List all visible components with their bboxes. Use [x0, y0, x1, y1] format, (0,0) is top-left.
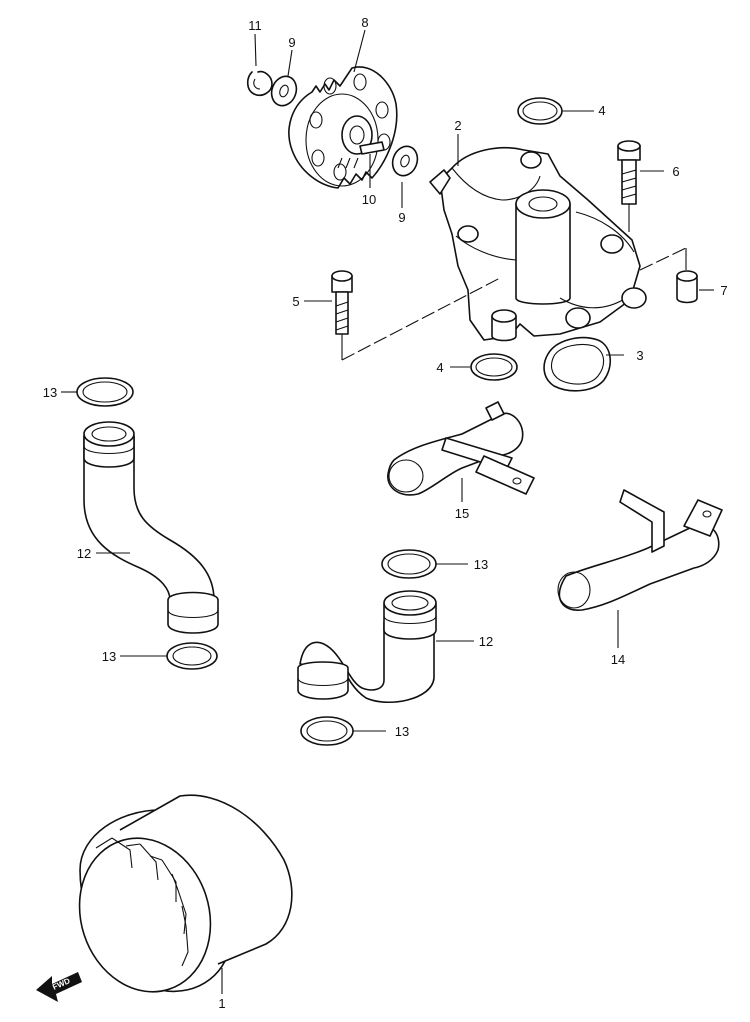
callout-9-upper: 9 — [288, 35, 295, 50]
callout-6: 6 — [672, 164, 679, 179]
o-ring-part-4-lower — [470, 353, 518, 381]
callout-12-right: 12 — [479, 634, 493, 649]
oil-filter-part-1 — [78, 794, 293, 993]
leader-lines — [61, 29, 714, 994]
o-ring-part-4-upper — [517, 97, 563, 125]
washer-part-9-lower — [391, 145, 419, 177]
callout-10: 10 — [362, 192, 376, 207]
callout-15: 15 — [455, 506, 469, 521]
callout-5: 5 — [292, 294, 299, 309]
callout-11: 11 — [248, 18, 262, 33]
callout-labels: 1 2 3 4 4 5 6 7 8 9 9 10 11 12 12 13 13 … — [43, 15, 728, 1011]
pump-gear-part-8 — [288, 66, 398, 189]
callout-9-lower: 9 — [398, 210, 405, 225]
o-ring-part-13-a — [76, 377, 134, 407]
o-ring-part-13-c — [381, 549, 437, 579]
pin-part-10 — [359, 141, 385, 155]
callout-4-upper: 4 — [598, 103, 605, 118]
oil-pipe-part-12-left — [83, 421, 219, 634]
oil-pump-body-part-2 — [429, 147, 647, 342]
oil-pipe-part-15 — [387, 401, 535, 496]
callout-4-lower: 4 — [436, 360, 443, 375]
bolt-part-6 — [617, 140, 641, 205]
callout-7: 7 — [720, 283, 727, 298]
o-ring-part-13-d — [300, 716, 354, 746]
gasket-part-3 — [543, 336, 611, 392]
callout-3: 3 — [636, 348, 643, 363]
o-ring-part-13-b — [166, 642, 218, 670]
callout-13-a: 13 — [43, 385, 57, 400]
callout-2: 2 — [454, 118, 461, 133]
washer-part-9-upper — [270, 75, 298, 107]
callout-12-left: 12 — [77, 546, 91, 561]
callout-13-b: 13 — [102, 649, 116, 664]
oil-pipe-part-14 — [557, 489, 723, 611]
callout-8: 8 — [361, 15, 368, 30]
forward-arrow-icon: FWD — [36, 972, 82, 1002]
callout-14: 14 — [611, 652, 625, 667]
oil-pipe-part-12-right — [297, 590, 437, 704]
bolt-part-5 — [331, 270, 353, 335]
callout-1: 1 — [218, 996, 225, 1011]
circlip-part-11 — [246, 70, 273, 97]
assembly-guide-lines — [341, 204, 687, 361]
callout-13-c: 13 — [474, 557, 488, 572]
callout-13-d: 13 — [395, 724, 409, 739]
dowel-part-7 — [676, 270, 698, 304]
